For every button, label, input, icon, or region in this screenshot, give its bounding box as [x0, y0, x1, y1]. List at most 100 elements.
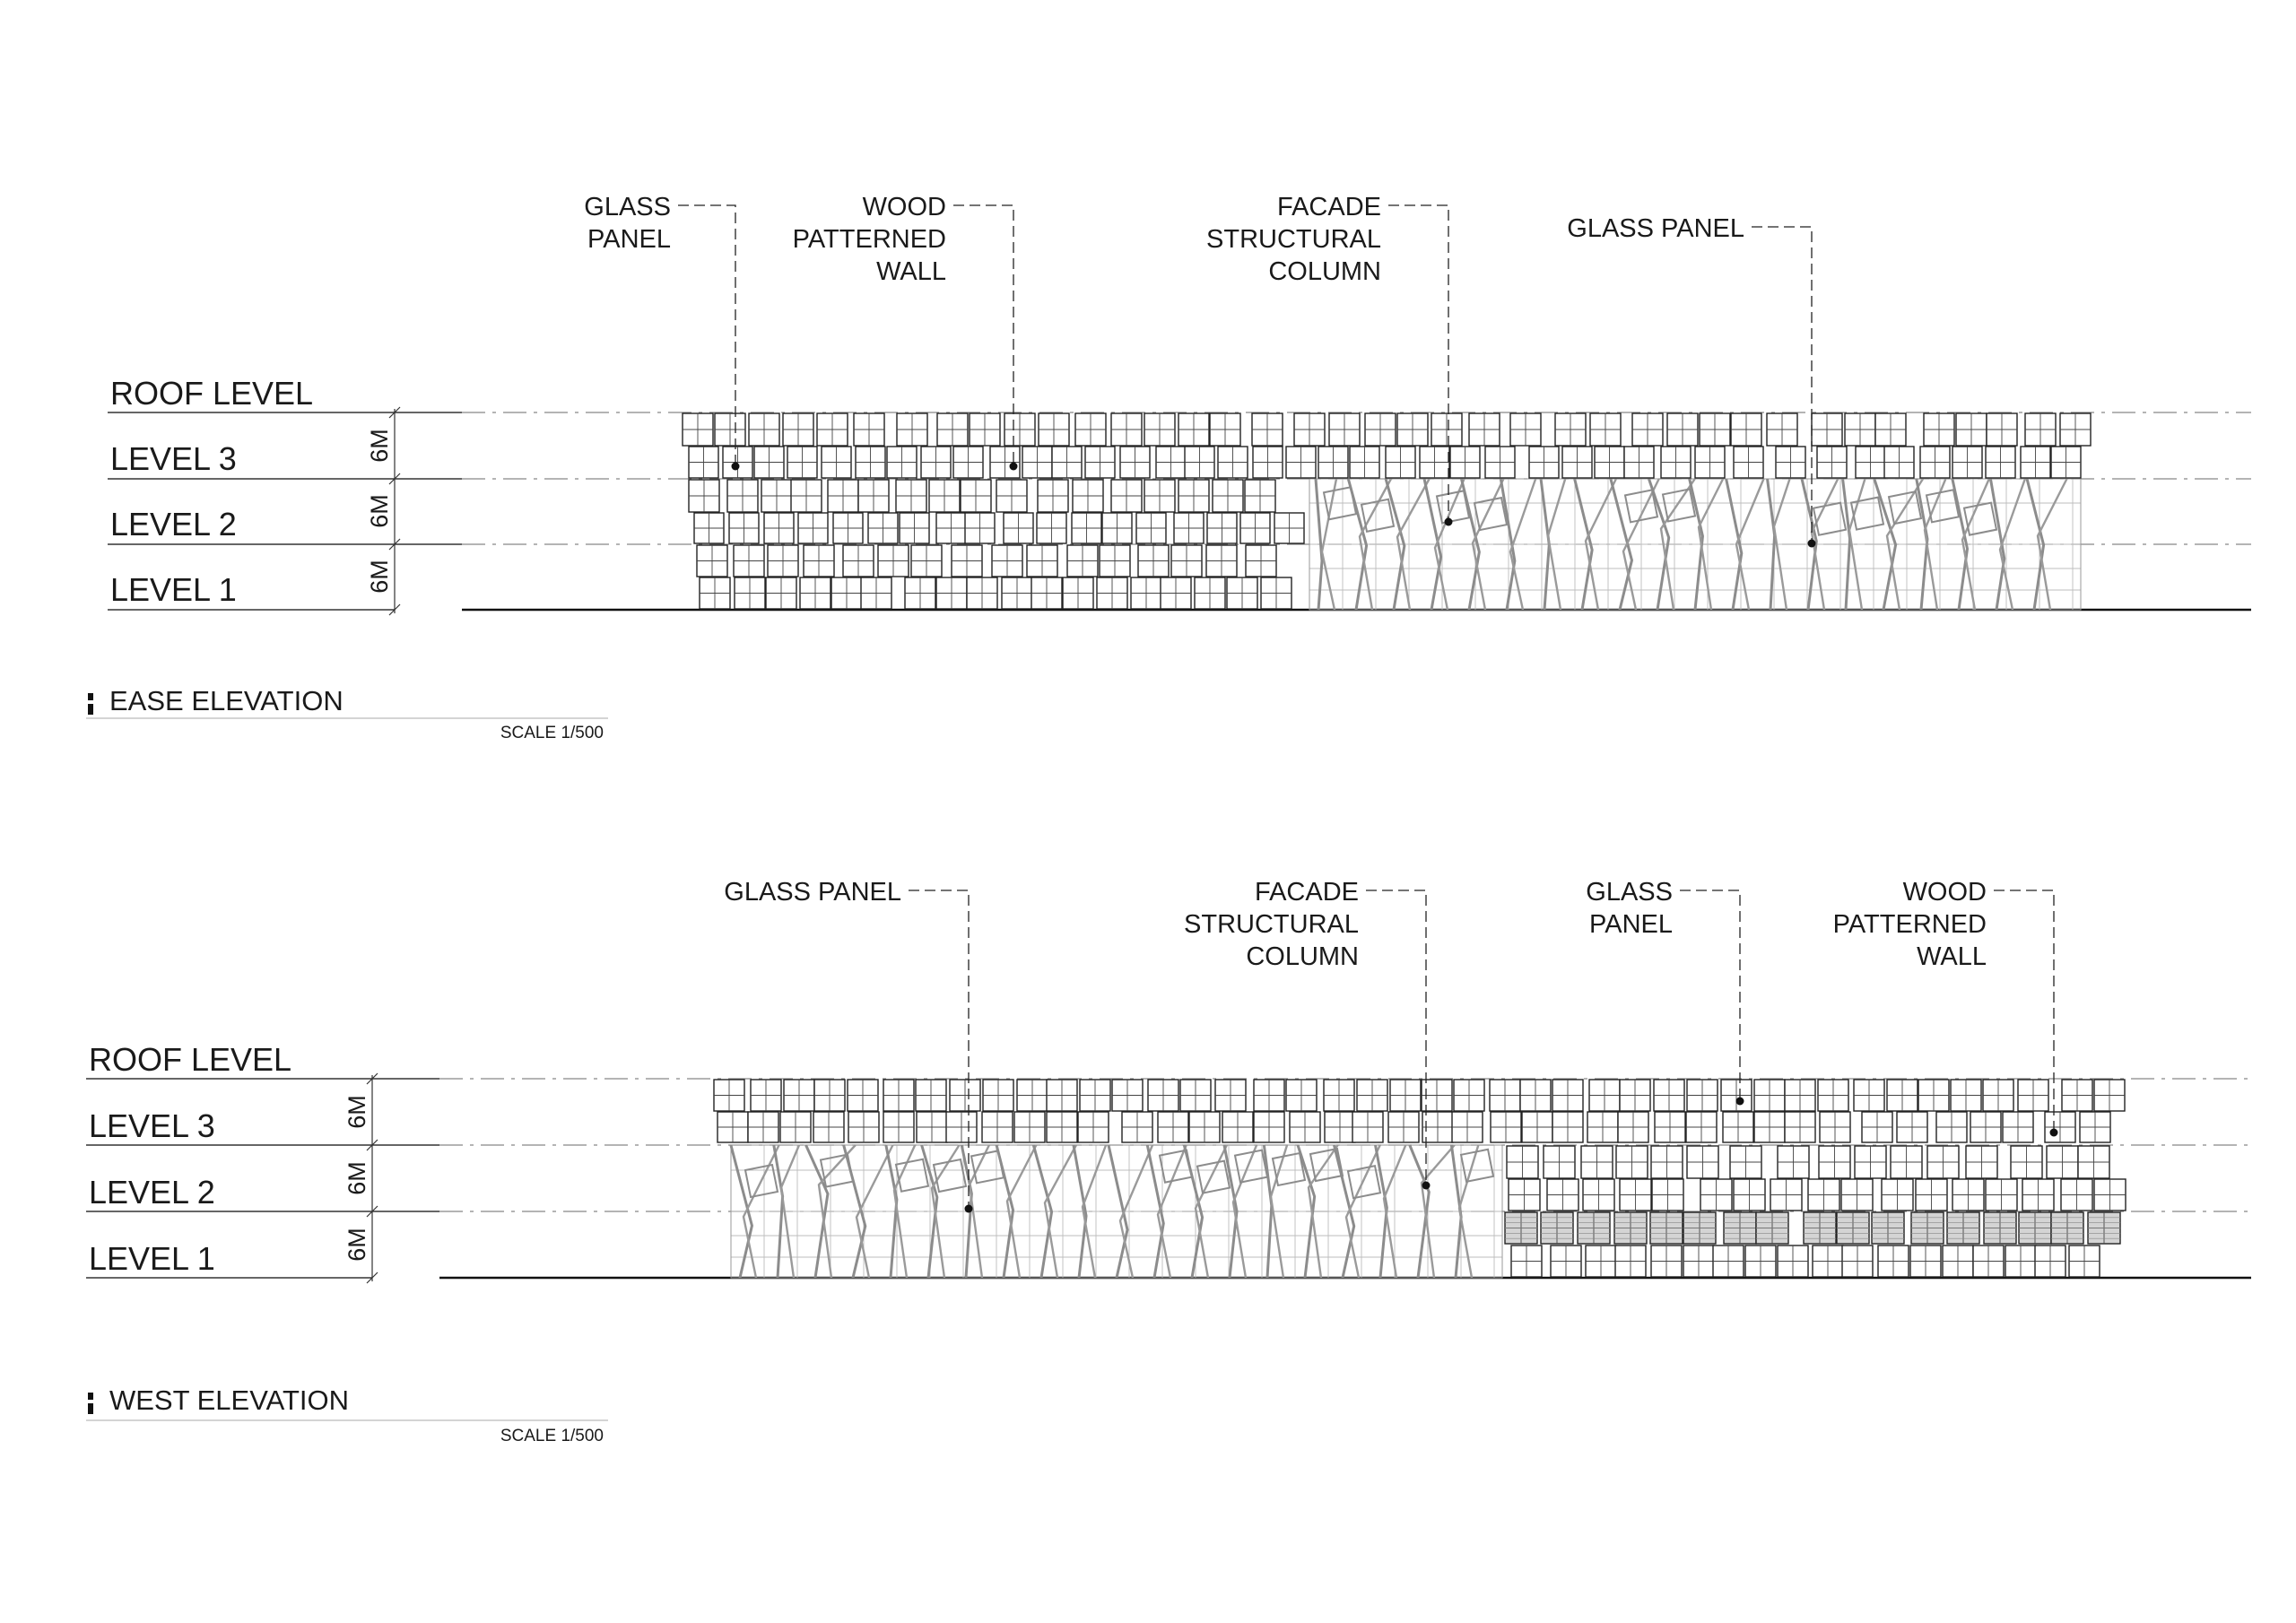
west-callout-facade-structural-column: FACADE STRUCTURAL COLUMN — [1184, 878, 1431, 1190]
callout-pointer-dot — [1422, 1181, 1431, 1190]
glass-panel — [1096, 577, 1128, 610]
glass-panel — [767, 544, 799, 577]
glass-panel — [1245, 544, 1277, 577]
glass-panel — [982, 1079, 1014, 1112]
glass-panel — [799, 577, 831, 610]
callout-text-line: WOOD — [1903, 878, 1987, 907]
glass-panel — [1631, 412, 1664, 447]
structural-column-branch — [1688, 478, 1704, 611]
glass-panel — [2046, 1145, 2079, 1179]
structural-column-branch — [1885, 478, 1925, 611]
glass-panel — [1157, 1111, 1189, 1143]
structural-column-branch — [1998, 478, 2027, 611]
glass-panel — [1253, 1079, 1285, 1112]
callout-text-line: FACADE — [1277, 193, 1381, 221]
glass-panel — [1784, 1111, 1816, 1143]
structural-column-branch — [1697, 478, 1725, 611]
glass-panel — [1519, 1079, 1552, 1112]
glass-panel — [1510, 1245, 1543, 1278]
east-level-1-label: LEVEL 1 — [110, 571, 237, 608]
glass-panel — [761, 479, 793, 513]
glass-panel — [1451, 1111, 1483, 1143]
callout-text-line: GLASS PANEL — [1567, 214, 1744, 243]
west-elevation-title: WEST ELEVATION — [109, 1384, 349, 1416]
glass-panel — [1840, 1178, 1874, 1211]
glass-panel — [1552, 1079, 1584, 1112]
callout-text-line: PANEL — [587, 225, 671, 254]
glass-panel — [1212, 479, 1244, 513]
glass-panel — [996, 479, 1028, 513]
glass-panel — [2050, 1211, 2084, 1245]
glass-panel — [1753, 1111, 1786, 1143]
glass-panel — [783, 1079, 815, 1112]
glass-panel — [1038, 412, 1070, 447]
west-callouts: GLASS PANEL FACADE STRUCTURAL COLUMN GLA… — [724, 878, 2058, 1213]
glass-panel — [1252, 446, 1283, 479]
west-dim-tick — [366, 1139, 378, 1151]
glass-panel — [1770, 1178, 1803, 1211]
glass-panel — [1184, 446, 1215, 479]
glass-panel — [1766, 412, 1798, 447]
glass-panel — [1387, 1111, 1420, 1143]
glass-panel — [1654, 1111, 1686, 1143]
glass-panel — [1720, 1079, 1752, 1112]
glass-panel — [2087, 1211, 2121, 1245]
glass-panel — [2060, 1178, 2093, 1211]
glass-panel — [2010, 1145, 2043, 1179]
glass-panel — [1422, 1111, 1454, 1143]
glass-panel — [1205, 544, 1238, 577]
glass-panel — [1016, 1079, 1048, 1112]
structural-column-node — [1849, 496, 1885, 531]
glass-panel — [1062, 577, 1094, 610]
callout-leader-line — [1366, 890, 1427, 1185]
glass-panel — [1026, 544, 1058, 577]
glass-panel — [1816, 446, 1848, 479]
structural-column-branch — [1396, 478, 1431, 611]
glass-panel — [877, 544, 909, 577]
structural-column-branch — [1915, 478, 1929, 611]
glass-panel — [1853, 1079, 1885, 1112]
structural-column-branch — [1156, 1144, 1187, 1279]
structural-column-node — [1435, 490, 1471, 525]
glass-panel — [855, 446, 886, 479]
structural-column-branch — [1072, 1144, 1088, 1279]
glass-panel — [1352, 1111, 1384, 1143]
glass-panel — [1550, 1245, 1582, 1278]
structural-column-branch — [1609, 478, 1634, 611]
glass-panel — [1239, 512, 1271, 544]
glass-panel — [1419, 446, 1450, 479]
structural-column-branch — [1573, 478, 1594, 611]
callout-leader-line — [909, 890, 970, 1209]
structural-column-branch — [1118, 1144, 1154, 1279]
glass-panel — [920, 446, 952, 479]
glass-panel — [1777, 1245, 1809, 1278]
glass-panel — [2061, 1079, 2093, 1112]
glass-panel — [1775, 446, 1806, 479]
glass-panel — [1155, 446, 1187, 479]
structural-column-node — [1346, 1165, 1382, 1200]
structural-column-branch — [1648, 478, 1671, 611]
west-glass-panels — [713, 1079, 2126, 1278]
glass-panel — [1349, 446, 1380, 479]
glass-panel — [981, 1111, 1013, 1143]
glass-panel — [747, 1111, 779, 1143]
glass-panel — [1841, 1245, 1874, 1278]
glass-panel — [860, 577, 892, 610]
structural-column-branch — [1358, 478, 1393, 611]
glass-panel — [1110, 412, 1143, 447]
glass-panel — [1619, 1079, 1651, 1112]
structural-column-branch — [1460, 478, 1481, 611]
structural-column-branch — [1584, 478, 1617, 611]
glass-panel — [1896, 1111, 1928, 1143]
glass-panel — [1855, 446, 1886, 479]
glass-panel — [1084, 446, 1116, 479]
glass-panel — [1293, 412, 1326, 447]
glass-panel — [951, 544, 983, 577]
glass-panel — [1653, 1079, 1685, 1112]
glass-panel — [1650, 1245, 1683, 1278]
glass-panel — [915, 1079, 947, 1112]
structural-column-branch — [1951, 478, 1970, 611]
glass-panel — [779, 1111, 812, 1143]
structural-column-node — [1271, 1151, 1307, 1187]
structural-column-branch — [1005, 1144, 1038, 1279]
